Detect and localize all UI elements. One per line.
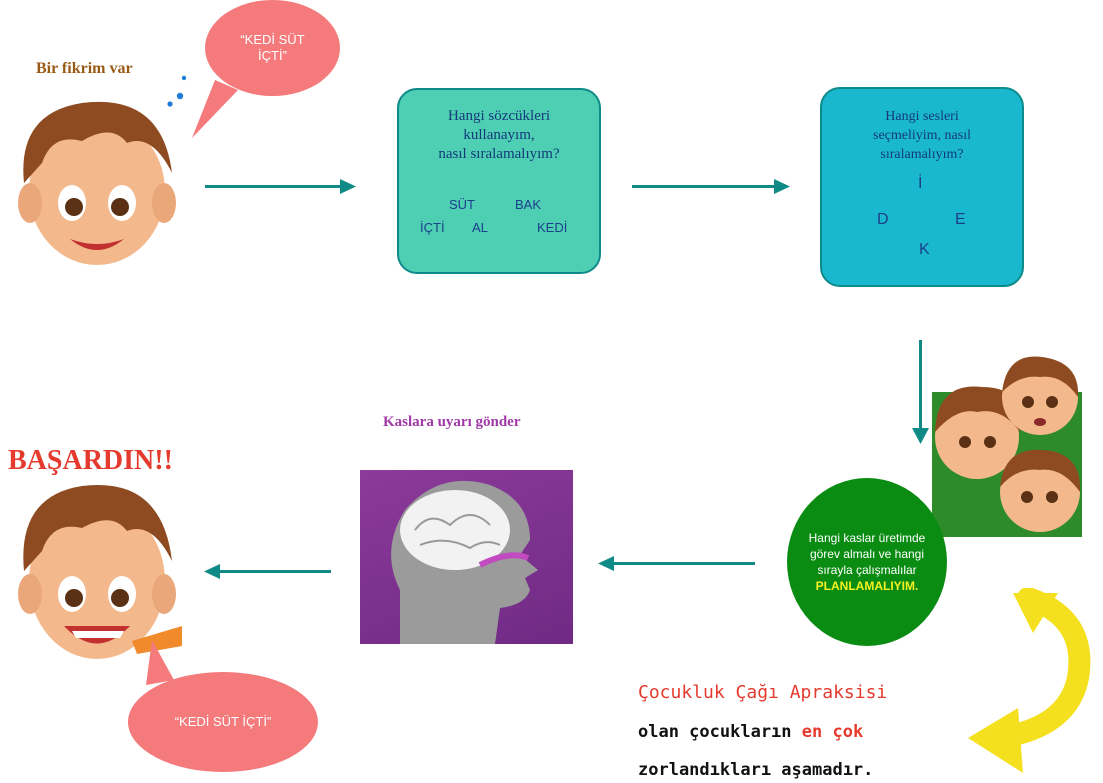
arrow-5-head <box>204 564 220 579</box>
letter-d: D <box>877 211 889 228</box>
box1-question-line-1: Hangi sözcükleri <box>447 108 551 124</box>
arrow-2-head <box>774 179 790 194</box>
note-line-1: Çocukluk Çağı Apraksisi <box>638 682 888 703</box>
muscle-planning-circle: Hangi kaslar üretimde görev almalı ve ha… <box>787 478 947 646</box>
word-bak: BAK <box>515 197 542 212</box>
finish-title: BAŞARDIN!! <box>8 445 173 476</box>
note-line-2: olan çocukların en çok <box>638 722 863 742</box>
note-line-3: zorlandıkları aşamadır. <box>638 760 874 780</box>
start-title: Bir fikrim var <box>36 60 133 77</box>
box2-question-line-1: Hangi sesleri <box>885 109 959 124</box>
start-speech-bubble: “KEDİ SÜT İÇTİ” <box>205 0 340 96</box>
sound-selection-box: Hangi sesleri seçmeliyim, nasıl sıralama… <box>820 87 1024 287</box>
start-bubble-tail <box>192 80 238 138</box>
thought-dots <box>162 70 192 110</box>
box1-question-line-2: kullanayım, <box>463 127 535 143</box>
finish-speech-bubble: “KEDİ SÜT İÇTİ” <box>128 672 318 772</box>
word-al: AL <box>472 220 488 235</box>
box2-question-line-2: seçmeliyim, nasıl <box>873 128 971 143</box>
word-icti: İÇTİ <box>420 220 445 235</box>
muscle-line-3: sırayla çalışmalılar <box>817 563 917 577</box>
note-line-2-a: olan çocukların <box>638 722 802 742</box>
box2-question-line-3: sıralamalıyım? <box>880 147 964 162</box>
muscle-emphasis: PLANLAMALIYIM. <box>815 579 919 593</box>
arrow-2-line <box>632 185 777 188</box>
letter-e: E <box>955 211 966 228</box>
arrow-1-head <box>340 179 356 194</box>
finish-bubble-tail <box>146 640 174 685</box>
word-selection-box: Hangi sözcükleri kullanayım, nasıl sıral… <box>397 88 601 274</box>
muscle-line-1: Hangi kaslar üretimde <box>808 531 926 545</box>
start-bubble-text: “KEDİ SÜT İÇTİ” <box>240 32 305 63</box>
yellow-curved-arrow-icon <box>968 588 1091 773</box>
brain-caption: Kaslara uyarı gönder <box>383 414 521 430</box>
three-kids-image <box>932 356 1082 537</box>
word-sut: SÜT <box>449 197 475 212</box>
brain-image <box>360 470 573 644</box>
note-line-2-b: en çok <box>801 722 864 742</box>
word-kedi: KEDİ <box>537 220 568 235</box>
arrow-5-line <box>218 570 331 573</box>
letter-i: İ <box>918 175 923 192</box>
finish-bubble-text: “KEDİ SÜT İÇTİ” <box>174 714 272 729</box>
arrow-4-head <box>598 556 614 571</box>
muscle-line-2: görev almalı ve hangi <box>809 547 925 561</box>
boy-face-icon <box>18 101 176 265</box>
box1-question-line-3: nasıl sıralamalıyım? <box>438 146 560 162</box>
boy-smiling-face-icon <box>18 484 182 659</box>
arrow-1-line <box>205 185 345 188</box>
arrow-3-head <box>912 428 929 444</box>
letter-k: K <box>919 241 930 258</box>
arrow-4-line <box>612 562 755 565</box>
arrow-3-line <box>919 340 922 430</box>
